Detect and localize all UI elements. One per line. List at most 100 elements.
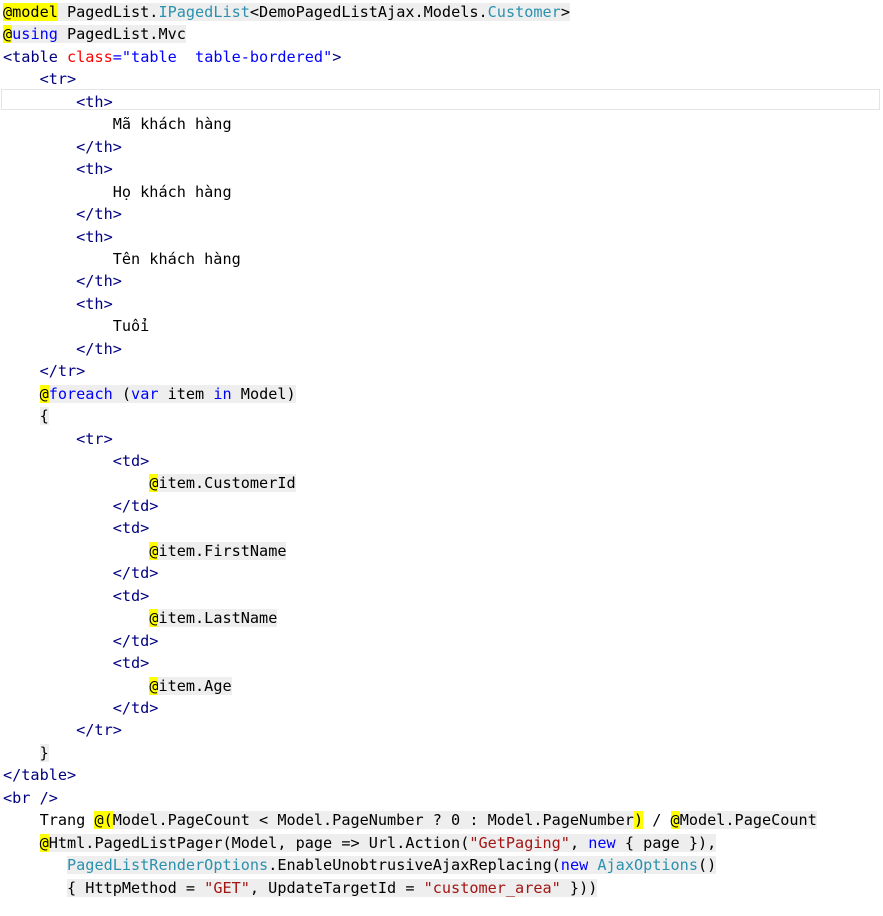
code-token: Tên khách hàng xyxy=(3,249,241,268)
code-line[interactable]: @Html.PagedListPager(Model, page => Url.… xyxy=(3,832,717,854)
code-token: <DemoPagedListAjax.Models. xyxy=(249,3,488,21)
code-token: </td> xyxy=(3,496,159,515)
code-token: </tr> xyxy=(3,362,86,381)
code-line[interactable]: </table> xyxy=(3,764,76,786)
code-line[interactable]: <br /> xyxy=(3,787,58,809)
code-line[interactable]: <td> xyxy=(3,450,150,472)
code-token: </th> xyxy=(3,137,122,156)
code-token: "table table-bordered" xyxy=(121,47,333,66)
code-token: class xyxy=(57,47,113,66)
code-line[interactable]: </th> xyxy=(3,338,122,360)
code-token: br xyxy=(12,788,31,807)
code-token: @ xyxy=(39,384,49,403)
code-line[interactable]: <table class="table table-bordered"> xyxy=(3,46,341,68)
code-line[interactable]: <tr> xyxy=(3,68,77,90)
code-token: ( xyxy=(112,384,132,403)
code-token: Trang xyxy=(3,811,95,830)
code-token xyxy=(3,879,67,897)
code-token: </td> xyxy=(3,564,159,583)
code-token: var xyxy=(131,384,159,403)
code-token: @( xyxy=(94,811,113,830)
code-token: / xyxy=(643,811,671,830)
code-token: "GetPaging" xyxy=(469,833,570,852)
code-token: item xyxy=(158,384,214,403)
code-line[interactable]: </th> xyxy=(3,270,122,292)
code-line[interactable]: @item.CustomerId xyxy=(3,472,296,494)
code-token: <th> xyxy=(3,294,113,313)
code-line[interactable]: Tên khách hàng xyxy=(3,248,241,270)
code-token: > xyxy=(560,3,570,21)
code-line[interactable]: <td> xyxy=(3,517,150,539)
code-line[interactable]: Tuổi xyxy=(3,315,150,337)
code-line[interactable]: @item.FirstName xyxy=(3,540,287,562)
code-line[interactable]: <td> xyxy=(3,585,150,607)
code-line[interactable]: { HttpMethod = "GET", UpdateTargetId = "… xyxy=(3,877,598,899)
code-token: { page }), xyxy=(615,833,717,852)
code-line[interactable]: </th> xyxy=(3,203,122,225)
code-line[interactable]: Mã khách hàng xyxy=(3,113,232,135)
code-token: foreach xyxy=(48,384,113,403)
code-token xyxy=(3,677,149,695)
code-token xyxy=(3,385,40,403)
code-line[interactable]: Họ khách hàng xyxy=(3,181,232,203)
code-line[interactable]: <tr> xyxy=(3,428,113,450)
code-line[interactable]: @foreach (var item in Model) xyxy=(3,383,296,405)
code-token: PagedListRenderOptions xyxy=(67,856,269,875)
code-token: new xyxy=(560,856,589,875)
code-line[interactable]: <td> xyxy=(3,652,150,674)
code-token: PagedList. xyxy=(57,3,159,21)
code-token: IPagedList xyxy=(158,3,250,21)
code-token: Mã khách hàng xyxy=(3,115,232,134)
code-line[interactable]: PagedListRenderOptions.EnableUnobtrusive… xyxy=(3,854,717,876)
code-token: "GET" xyxy=(204,878,250,897)
code-token: <th> xyxy=(3,92,113,111)
code-token xyxy=(3,407,40,425)
code-token: > xyxy=(332,47,342,66)
code-line[interactable]: Trang @(Model.PageCount < Model.PageNumb… xyxy=(3,809,817,831)
code-token: .EnableUnobtrusiveAjaxReplacing( xyxy=(268,856,561,875)
code-token: <th> xyxy=(3,160,113,179)
code-token: ) xyxy=(633,811,644,830)
code-line[interactable]: <th> xyxy=(3,158,113,180)
code-token: } xyxy=(39,743,49,762)
code-line[interactable]: </tr> xyxy=(3,719,122,741)
code-line[interactable]: </td> xyxy=(3,697,159,719)
code-token: </th> xyxy=(3,339,122,358)
code-line[interactable]: } xyxy=(3,742,49,764)
code-line[interactable]: @using PagedList.Mvc xyxy=(3,23,186,45)
code-token: <td> xyxy=(3,452,150,470)
code-line[interactable]: @item.Age xyxy=(3,675,232,697)
code-token: @ xyxy=(39,833,49,852)
code-token: @model xyxy=(3,3,58,21)
code-token: <td> xyxy=(3,586,150,605)
code-token: </td> xyxy=(3,631,159,650)
code-token: table xyxy=(12,47,58,66)
code-line[interactable]: <th> xyxy=(3,91,113,113)
code-token: < xyxy=(3,788,13,807)
code-line[interactable]: @item.LastName xyxy=(3,607,278,629)
code-line[interactable]: <th> xyxy=(3,293,113,315)
code-line[interactable]: </td> xyxy=(3,495,159,517)
code-token: <tr> xyxy=(3,70,77,89)
code-token: new xyxy=(588,833,616,852)
code-token: item.FirstName xyxy=(158,541,287,560)
code-line[interactable]: </td> xyxy=(3,562,159,584)
code-line[interactable]: <th> xyxy=(3,226,113,248)
code-token: <td> xyxy=(3,654,150,673)
code-token: @ xyxy=(3,25,13,44)
code-token: </table> xyxy=(3,766,77,785)
code-line[interactable]: @model PagedList.IPagedList<DemoPagedLis… xyxy=(3,1,570,23)
code-token: , xyxy=(569,833,589,852)
code-token: Model.PageCount < Model.PageNumber ? 0 :… xyxy=(112,811,634,830)
code-token: Họ khách hàng xyxy=(3,182,232,201)
code-line[interactable]: { xyxy=(3,405,49,427)
code-token: Model.PageCount xyxy=(679,811,817,830)
code-line[interactable]: </th> xyxy=(3,136,122,158)
code-token: </th> xyxy=(3,272,122,291)
code-line[interactable]: </td> xyxy=(3,630,159,652)
current-line-indicator xyxy=(1,89,880,110)
code-token: @ xyxy=(149,541,159,560)
code-line[interactable]: </tr> xyxy=(3,360,86,382)
code-token xyxy=(3,856,67,874)
